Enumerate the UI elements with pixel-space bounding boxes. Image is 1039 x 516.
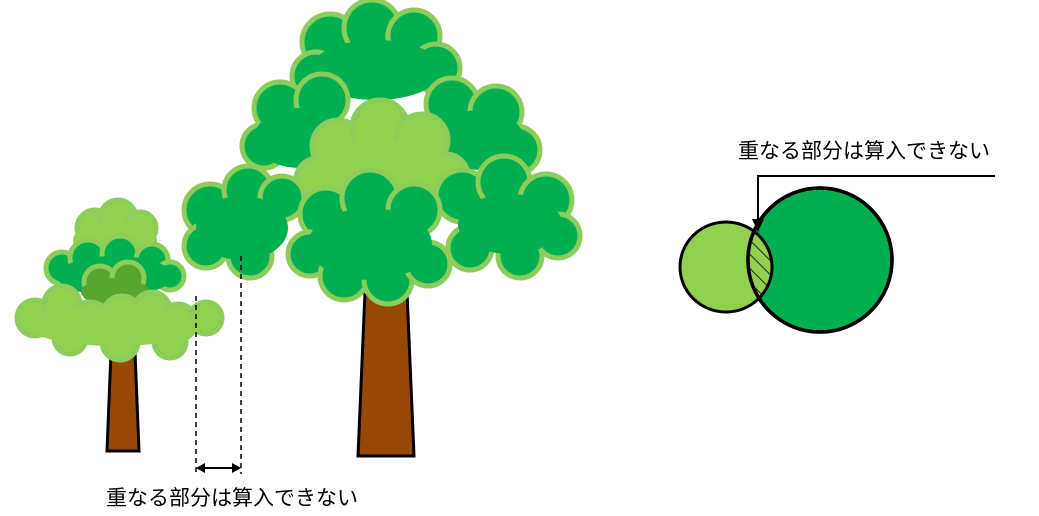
small-tree-trunk	[105, 350, 141, 453]
arrow-head-right	[232, 463, 241, 473]
circles-overlap-label: 重なる部分は算入できない	[738, 139, 990, 163]
large-tree-trunk	[356, 290, 416, 458]
large-tree-canopy	[181, 0, 583, 307]
large-tree	[181, 0, 583, 458]
small-tree	[14, 197, 225, 453]
circle-diagram	[678, 175, 995, 334]
leader-line	[757, 175, 995, 222]
leader-arrow-head	[752, 219, 764, 232]
overlap-indicator	[195, 256, 242, 474]
small-tree-canopy	[14, 197, 225, 363]
arrow-head-left	[196, 463, 205, 473]
trees-overlap-label: 重なる部分は算入できない	[106, 486, 358, 510]
